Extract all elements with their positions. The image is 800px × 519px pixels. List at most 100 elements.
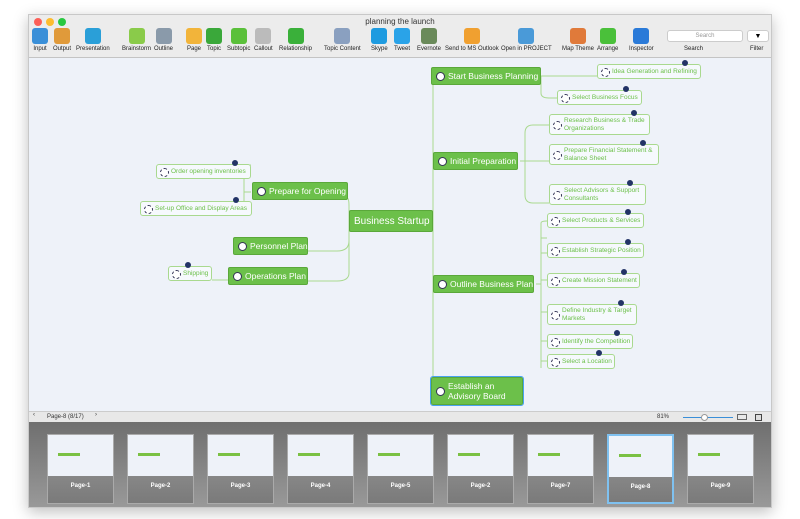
minimize-button[interactable]	[46, 18, 54, 26]
toolbar-input-button[interactable]: Input	[32, 27, 48, 52]
task-marker-icon	[185, 262, 191, 268]
link	[520, 124, 549, 204]
preview-topic	[58, 453, 80, 456]
toolbar-page-button[interactable]: Page	[186, 27, 202, 52]
fit-page-icon[interactable]	[737, 414, 747, 420]
status-bar: ‹ Page-8 (8/17) › 81%	[29, 411, 771, 422]
topic-content-icon	[334, 28, 351, 44]
toolbar-callout-button[interactable]: Callout	[254, 27, 273, 52]
toolbar-skype-button[interactable]: Skype	[371, 27, 388, 52]
title-bar: planning the launch	[29, 15, 771, 29]
node-label: Research Business & Trade Organizations	[564, 116, 645, 132]
topic-personnel[interactable]: Personnel Plan	[233, 237, 308, 255]
toolbar-open-in-project-button[interactable]: Open in PROJECT	[501, 27, 552, 52]
toolbar-label: Input	[33, 46, 47, 52]
page-preview	[688, 435, 753, 476]
subtopic-strategic[interactable]: Establish Strategic Position	[547, 239, 644, 258]
toolbar-arrange-button[interactable]: Arrange	[597, 27, 618, 52]
page-thumbnail[interactable]: Page-1	[47, 434, 114, 504]
zoom-slider[interactable]	[683, 414, 733, 421]
next-page-button[interactable]: ›	[95, 412, 97, 418]
node-label: Set-up Office and Display Areas	[155, 204, 248, 212]
toolbar-label: Subtopic	[227, 46, 251, 52]
subtopic-shipping[interactable]: Shipping	[168, 262, 212, 281]
page-label: Page-8	[630, 484, 651, 490]
filter-button[interactable]: ▼	[747, 30, 769, 42]
toolbar-label: Skype	[371, 46, 388, 52]
toolbar-send-to-ms-outlook-button[interactable]: Send to MS Outlook	[445, 27, 499, 52]
toolbar-outline-button[interactable]: Outline	[154, 27, 173, 52]
toolbar-label: Map Theme	[562, 46, 594, 52]
page-thumbnail[interactable]: Page-3	[207, 434, 274, 504]
task-marker-icon	[625, 239, 631, 245]
prev-page-button[interactable]: ‹	[33, 412, 35, 418]
task-marker-icon	[614, 330, 620, 336]
toolbar-output-button[interactable]: Output	[53, 27, 71, 52]
page-thumbnail[interactable]: Page-5	[367, 434, 434, 504]
toolbar-evernote-button[interactable]: Evernote	[417, 27, 441, 52]
toolbar-brainstorm-button[interactable]: Brainstorm	[122, 27, 151, 52]
subtopic-mission[interactable]: Create Mission Statement	[547, 269, 640, 288]
filter-label: Filter	[750, 46, 764, 52]
page-thumbnail[interactable]: Page-4	[287, 434, 354, 504]
preview-topic	[378, 453, 400, 456]
topic-prepare[interactable]: Prepare for Opening	[252, 182, 348, 200]
close-button[interactable]	[34, 18, 42, 26]
zoom-button[interactable]	[58, 18, 66, 26]
page-thumbnail[interactable]: Page-8	[607, 434, 674, 504]
toolbar-label: Open in PROJECT	[501, 46, 552, 52]
toggle-panel-icon[interactable]	[755, 414, 762, 421]
subtopic-focus[interactable]: Select Business Focus	[557, 86, 642, 105]
task-marker-icon	[232, 160, 238, 166]
subtopic-idea[interactable]: Idea Generation and Refining	[597, 60, 701, 79]
page-thumbnail[interactable]: Page-9	[687, 434, 754, 504]
subtopic-financial[interactable]: Prepare Financial Statement & Balance Sh…	[549, 140, 659, 165]
central-topic[interactable]: Business Startup	[349, 210, 433, 232]
task-marker-icon	[618, 300, 624, 306]
subtopic-research[interactable]: Research Business & Trade Organizations	[549, 110, 650, 135]
topic-initial[interactable]: Initial Preparation	[433, 152, 518, 170]
toolbar-tweet-button[interactable]: Tweet	[394, 27, 410, 52]
page-label: Page-3	[230, 483, 251, 489]
toolbar-label: Callout	[254, 46, 273, 52]
toolbar-relationship-button[interactable]: Relationship	[279, 27, 312, 52]
page-indicator[interactable]: Page-8 (8/17)	[47, 414, 84, 420]
task-marker-icon	[625, 209, 631, 215]
subtopic-competition[interactable]: Identify the Competition	[547, 330, 633, 349]
zoom-slider-thumb[interactable]	[701, 414, 709, 421]
toolbar-presentation-button[interactable]: Presentation	[76, 27, 110, 52]
subtopic-office[interactable]: Set-up Office and Display Areas	[140, 197, 252, 216]
page-thumbnail[interactable]: Page-2	[447, 434, 514, 504]
page-thumbnail[interactable]: Page-2	[127, 434, 194, 504]
subtopic-industry[interactable]: Define Industry & Target Markets	[547, 300, 637, 325]
topic-outline[interactable]: Outline Business Plan	[433, 275, 534, 293]
preview-topic	[138, 453, 160, 456]
subtopic-products[interactable]: Select Products & Services	[547, 209, 644, 228]
toolbar-inspector-button[interactable]: Inspector	[629, 27, 654, 52]
subtopic-inventories[interactable]: Order opening inventories	[156, 160, 251, 179]
topic-icon	[206, 28, 222, 44]
preview-topic	[698, 453, 720, 456]
topic-start[interactable]: Start Business Planning	[431, 67, 541, 85]
subtopic-advisors[interactable]: Select Advisors & Support Consultants	[549, 180, 646, 205]
toolbar-label: Outline	[154, 46, 174, 52]
page-label: Page-5	[390, 483, 411, 489]
task-marker-icon	[627, 180, 633, 186]
toolbar-topic-button[interactable]: Topic	[206, 27, 222, 52]
zoom-level[interactable]: 81%	[657, 414, 670, 420]
topic-operations[interactable]: Operations Plan	[228, 267, 308, 285]
topic-advisory[interactable]: Establish an Advisory Board	[430, 376, 524, 406]
search-input[interactable]: Search	[667, 30, 743, 42]
task-marker-icon	[640, 140, 646, 146]
task-marker-icon	[621, 269, 627, 275]
node-label: Idea Generation and Refining	[612, 67, 697, 75]
node-label: Start Business Planning	[448, 71, 539, 81]
page-thumbnail[interactable]: Page-7	[527, 434, 594, 504]
page-preview	[48, 435, 113, 476]
node-label: Select Business Focus	[572, 93, 638, 101]
toolbar-map-theme-button[interactable]: Map Theme	[562, 27, 594, 52]
subtopic-location[interactable]: Select a Location	[547, 350, 615, 369]
toolbar-topic-content-button[interactable]: Topic Content	[324, 27, 361, 52]
toolbar-subtopic-button[interactable]: Subtopic	[227, 27, 250, 52]
